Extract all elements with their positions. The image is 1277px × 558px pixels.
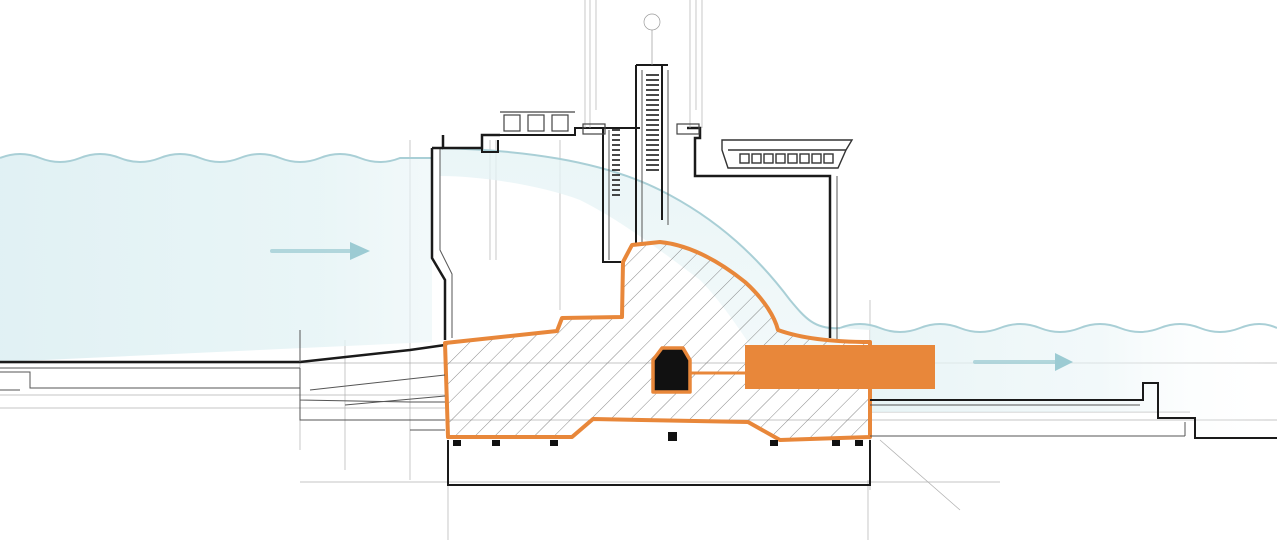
gate-rack [612, 74, 659, 196]
inspection-gallery [651, 346, 692, 394]
arrow-right-icon [270, 242, 370, 260]
upstream-riverbed [0, 343, 446, 421]
arrow-right-icon [973, 353, 1073, 371]
callout-box [745, 345, 935, 389]
dam-structure [430, 64, 838, 340]
upstream-reservoir [0, 154, 432, 362]
spillway-flow-line [439, 147, 841, 330]
downstream-riverbed [870, 382, 1277, 439]
weir-body [443, 240, 872, 442]
foundation-slab [447, 432, 871, 486]
upstream-ramp [299, 330, 446, 431]
crest-machinery [500, 111, 700, 135]
upstream-water-surface [0, 153, 432, 163]
hoist-tower [584, 0, 703, 128]
downstream-water-surface [839, 323, 1277, 333]
downstream-river [840, 324, 1277, 440]
bridge-deck [721, 139, 854, 169]
